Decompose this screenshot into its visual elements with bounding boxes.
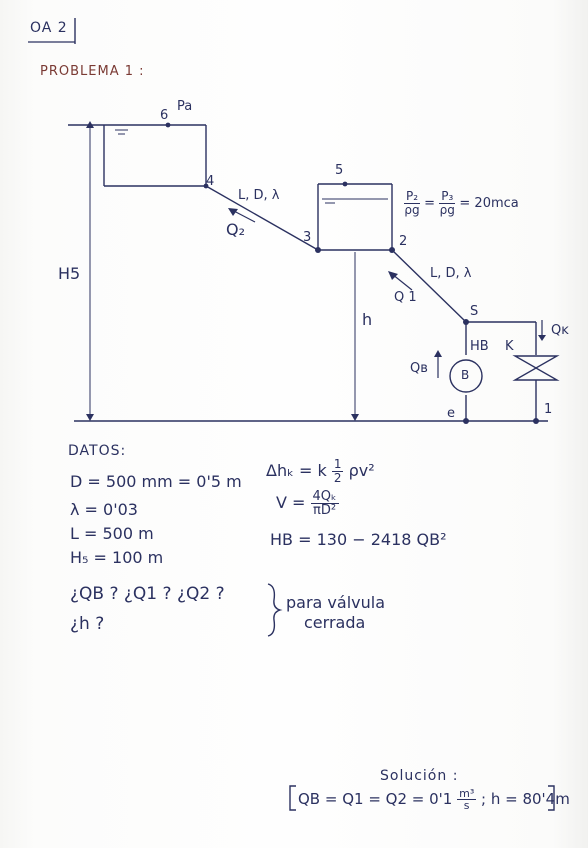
label-valve: K [505, 339, 514, 354]
label-node-2: 2 [399, 234, 408, 249]
label-node-e: e [447, 406, 455, 421]
label-node-6: 6 [160, 108, 169, 123]
label-h: h [362, 310, 373, 329]
note-line-2: cerrada [304, 613, 366, 632]
datos-l: L = 500 m [70, 524, 154, 543]
node-s [463, 319, 469, 325]
pipe-2-s [391, 249, 467, 323]
datos-lambda: λ = 0'03 [70, 500, 138, 519]
node-4 [203, 183, 209, 189]
problem-title: PROBLEMA 1 : [40, 64, 145, 79]
datos-d: D = 500 mm = 0'5 m [70, 472, 242, 491]
label-pa: Pa [177, 99, 193, 114]
label-h5: H5 [58, 264, 81, 283]
node-1 [533, 418, 539, 424]
label-pipe-upper: L, D, λ [238, 188, 280, 203]
pressure-result: = 20mca [459, 196, 519, 211]
label-node-5: 5 [335, 163, 344, 178]
valve-top [512, 355, 560, 369]
datos-title: DATOS: [68, 443, 127, 459]
label-node-3: 3 [303, 230, 312, 245]
node-3 [315, 247, 321, 253]
pressure-equation: P₂ ρg = P₃ ρg = 20mca [404, 189, 519, 217]
label-q1: Q 1 [394, 290, 417, 305]
label-qb: Qʙ [410, 361, 428, 376]
label-node-4: 4 [206, 174, 215, 189]
p2-over-rhog: P₂ ρg [404, 189, 421, 217]
label-qk: Qᴋ [551, 323, 569, 338]
note-line-1: para válvula [286, 593, 386, 612]
formula-hb: HB = 130 − 2418 QB² [270, 530, 447, 549]
label-pipe-lower: L, D, λ [430, 266, 472, 281]
solution-title: Solución : [380, 768, 459, 784]
label-pump-head: HB [470, 339, 489, 354]
node-2 [389, 247, 395, 253]
pump-circle [449, 359, 483, 393]
node-6 [165, 122, 171, 128]
label-q2: Q₂ [226, 220, 246, 239]
datos-question-h: ¿h ? [70, 614, 105, 634]
valve-bottom [512, 367, 560, 381]
header-tag: OA 2 [30, 20, 68, 36]
datos-questions: ¿QB ? ¿Q1 ? ¿Q2 ? [70, 584, 225, 604]
label-node-1: 1 [544, 402, 553, 417]
datos-h5: H₅ = 100 m [70, 548, 164, 567]
node-e [463, 418, 469, 424]
p3-over-rhog: P₃ ρg [439, 189, 456, 217]
label-node-s: S [470, 304, 479, 319]
node-5 [342, 181, 348, 187]
pipe-4-3 [205, 185, 319, 251]
label-pump: B [461, 368, 470, 382]
header-tag-text: OA 2 [30, 20, 68, 36]
